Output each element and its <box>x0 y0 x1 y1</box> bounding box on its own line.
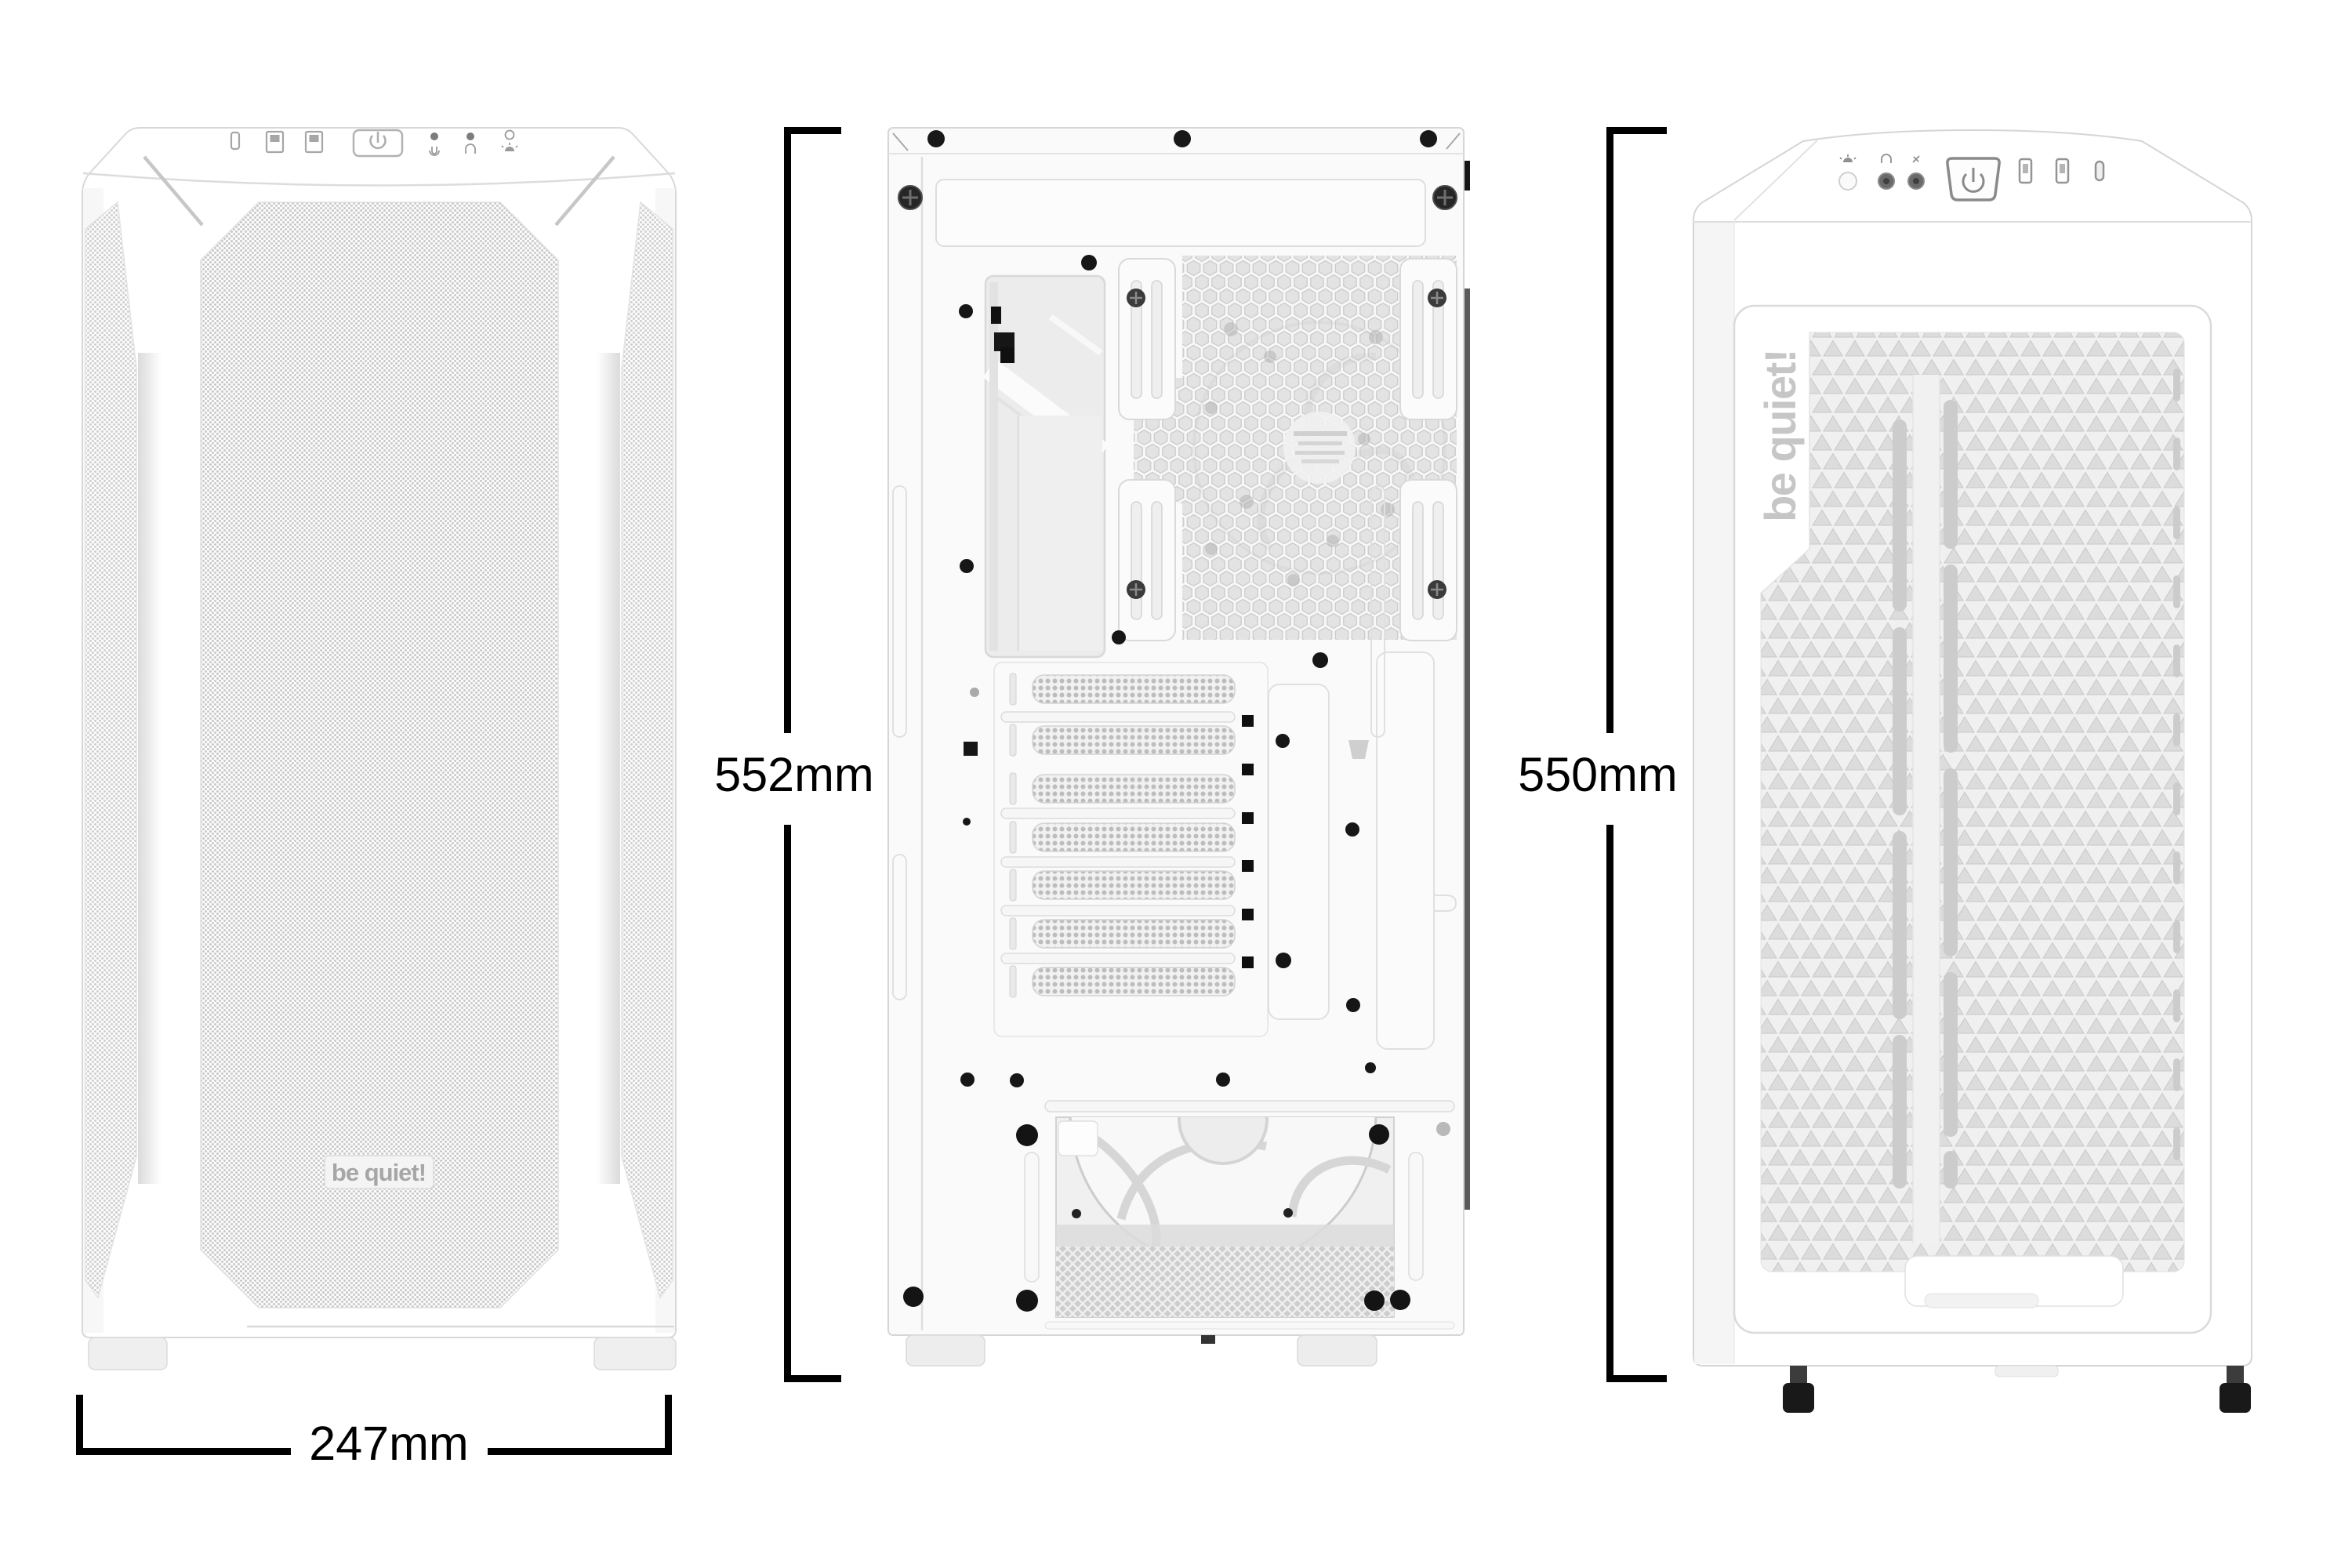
svg-text:be quiet!: be quiet! <box>332 1159 426 1186</box>
svg-text:be quiet!: be quiet! <box>1755 350 1805 522</box>
svg-text:550mm: 550mm <box>1518 748 1677 801</box>
svg-text:552mm: 552mm <box>714 748 873 801</box>
svg-text:247mm: 247mm <box>309 1417 468 1470</box>
